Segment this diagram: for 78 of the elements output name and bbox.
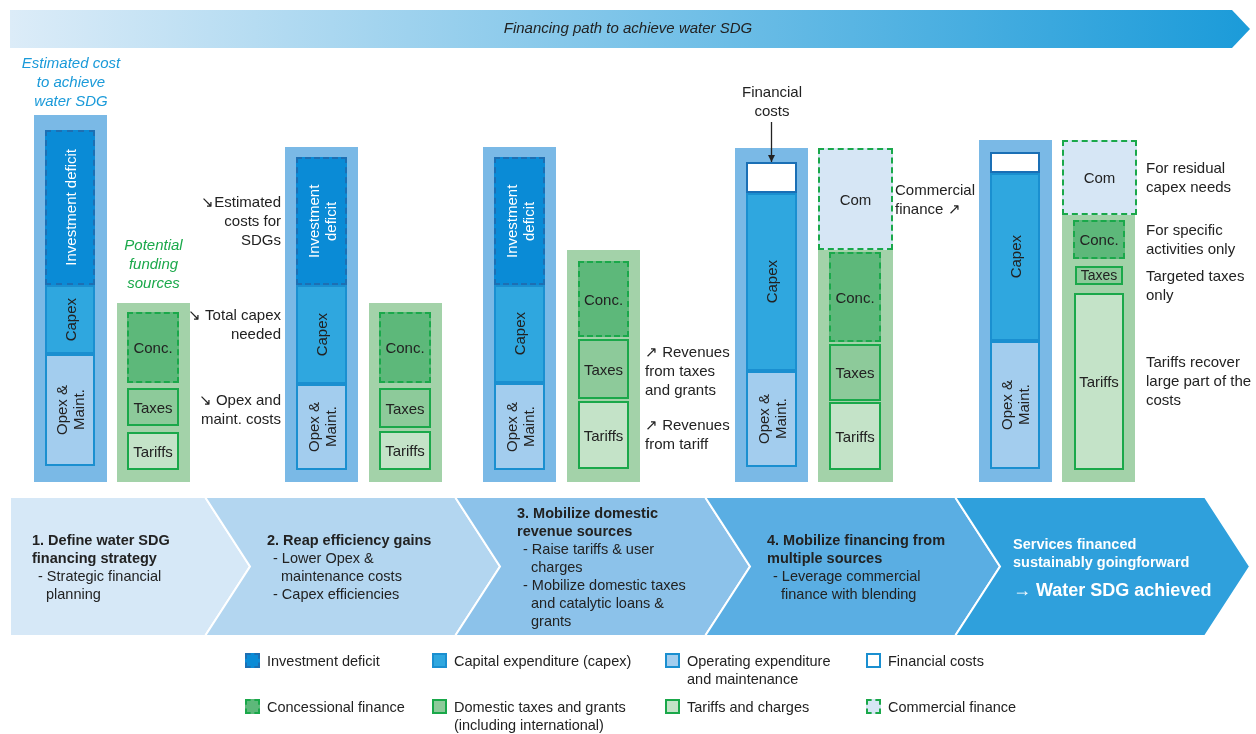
legend-label: Commercial finance [888, 698, 1018, 716]
step-banner [205, 497, 500, 636]
annotation-text: For residual capex needs [1146, 158, 1233, 196]
opex-segment: Opex & Maint. [45, 354, 95, 466]
concessional-segment: Conc. [379, 312, 431, 383]
capex-segment: Capex [494, 285, 545, 383]
investment-deficit-segment: Investment deficit [45, 130, 95, 285]
opex-segment: Opex & Maint. [296, 384, 347, 470]
capex-segment: Capex [296, 285, 347, 384]
tariffs-segment: Tariffs [578, 401, 629, 469]
tariffs-segment: Tariffs [1074, 293, 1124, 470]
annotation-text: For specific activities only [1146, 220, 1237, 258]
step-heading: 3. Mobilize domestic revenue sources [517, 503, 659, 540]
opex-segment: Opex & Maint. [746, 371, 797, 467]
concessional-segment: Conc. [829, 252, 881, 342]
investment-deficit-segment: Investment deficit [296, 157, 347, 285]
taxes-segment: Taxes [578, 339, 629, 399]
legend-label: Capital expenditure (capex) [454, 652, 632, 670]
tariffs-segment: Tariffs [829, 402, 881, 470]
annotation-text: Commercial finance ↗ [895, 180, 976, 218]
annotation-text: ↘ Opex and maint. costs [197, 390, 281, 428]
opex-segment: Opex & Maint. [990, 341, 1040, 469]
financial-cost-segment [990, 152, 1040, 173]
annotation-text: Financial costs [730, 82, 814, 122]
commercial-segment: Com [1062, 140, 1137, 215]
funding-column [818, 250, 893, 482]
annotation-text: Targeted taxes only [1146, 266, 1246, 304]
step-banner [705, 497, 1000, 636]
annotation-text: Tariffs recover large part of the costs [1146, 352, 1253, 409]
taxes-segment: Taxes [127, 388, 179, 426]
step-heading: 4. Mobilize financing from multiple sources [767, 530, 947, 567]
outcome-text: → Water SDG achieved [1013, 580, 1213, 599]
column-heading: Estimated cost to achieve water SDG [20, 53, 122, 110]
financial-cost-segment [746, 162, 797, 193]
arrow [768, 121, 775, 163]
capex-segment: Capex [746, 193, 797, 371]
step-item: - Raise tariffs & user charges [522, 539, 656, 576]
cost-column [285, 147, 358, 482]
step-item: - Strategic financial planning [37, 566, 163, 603]
tariffs-segment: Tariffs [379, 431, 431, 470]
taxes-segment: Taxes [379, 388, 431, 428]
funding-column [1062, 215, 1135, 482]
step-heading: Services financed sustainably goingforward [1013, 534, 1191, 571]
legend-label: Investment deficit [267, 652, 381, 670]
opex-segment: Opex & Maint. [494, 383, 545, 470]
legend-label: Financial costs [888, 652, 985, 670]
concessional-segment: Conc. [127, 312, 179, 383]
legend-label: Tariffs and charges [687, 698, 811, 716]
step-item: - Mobilize domestic taxes and catalytic loans & grants [522, 575, 687, 630]
step-heading: 2. Reap efficiency gains [267, 530, 433, 549]
annotation-text: ↗ Revenues from tariff [645, 415, 731, 453]
capex-segment: Capex [45, 285, 95, 354]
cost-column [483, 147, 556, 482]
tariffs-segment: Tariffs [127, 432, 179, 470]
step-banner [955, 497, 1250, 636]
funding-column [369, 303, 442, 482]
legend-label: Domestic taxes and grants (including international) [454, 698, 627, 734]
capex-segment: Capex [990, 173, 1040, 341]
concessional-segment: Conc. [578, 261, 629, 337]
concessional-segment: Conc. [1073, 220, 1125, 259]
taxes-segment: Taxes [829, 344, 881, 401]
legend-label: Operating expenditure and maintenance [687, 652, 832, 688]
title: Financing path to achieve water SDG [502, 19, 754, 36]
funding-column [567, 250, 640, 482]
legend-label: Concessional finance [267, 698, 406, 716]
step-item: - Capex efficiencies [272, 584, 401, 603]
annotation-text: ↘Estimated costs for SDGs [200, 192, 281, 249]
annotation-text: ↘ Total capex needed [187, 305, 281, 343]
cost-column [979, 140, 1052, 482]
cost-column [735, 148, 808, 482]
annotation-text: ↗ Revenues from taxes and grants [645, 342, 731, 399]
commercial-segment: Com [818, 148, 893, 250]
investment-deficit-segment: Investment deficit [494, 157, 545, 285]
step-item: - Lower Opex & maintenance costs [272, 548, 403, 585]
taxes-segment: Taxes [1075, 266, 1123, 285]
step-item: - Leverage commercial finance with blending [772, 566, 922, 603]
column-heading: Potential funding sources [123, 235, 184, 292]
step-heading: 1. Define water SDG financing strategy [32, 530, 171, 567]
